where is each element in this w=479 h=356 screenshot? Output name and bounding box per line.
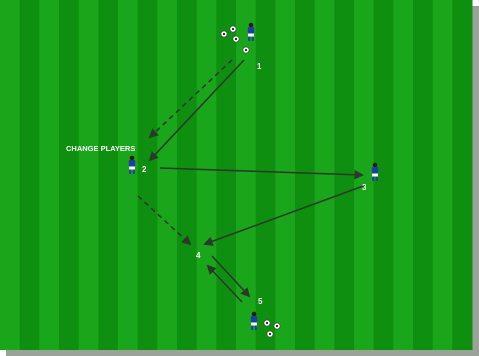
grass-stripe [59, 0, 79, 350]
grass-stripe [20, 0, 40, 350]
grass-stripe [315, 0, 335, 350]
soccer-ball-icon [264, 320, 270, 326]
soccer-ball-icon [221, 31, 227, 37]
grass-stripe [197, 0, 217, 350]
grass-stripe [413, 0, 433, 350]
grass-stripe [452, 0, 472, 350]
grass-stripe [216, 0, 236, 350]
position-label-1: 1 [257, 62, 262, 71]
position-label-5: 5 [258, 297, 263, 306]
position-label-2: 2 [142, 165, 147, 174]
position-label-3: 3 [362, 183, 367, 192]
grass-stripe [177, 0, 197, 350]
grass-stripe [118, 0, 138, 350]
grass-stripe [433, 0, 453, 350]
grass-stripes [0, 0, 473, 350]
grass-stripe [275, 0, 295, 350]
change-players-label: CHANGE PLAYERS [66, 144, 135, 153]
soccer-ball-icon [230, 26, 236, 32]
grass-stripe [98, 0, 118, 350]
grass-stripe [39, 0, 59, 350]
grass-stripe [79, 0, 99, 350]
grass-stripe [393, 0, 413, 350]
grass-stripe [0, 0, 20, 350]
grass-stripe [138, 0, 158, 350]
soccer-ball-icon [267, 331, 273, 337]
soccer-ball-icon [243, 47, 249, 53]
soccer-ball-icon [233, 36, 239, 42]
position-label-4: 4 [196, 251, 201, 260]
grass-stripe [295, 0, 315, 350]
soccer-ball-icon [274, 323, 280, 329]
grass-stripe [157, 0, 177, 350]
